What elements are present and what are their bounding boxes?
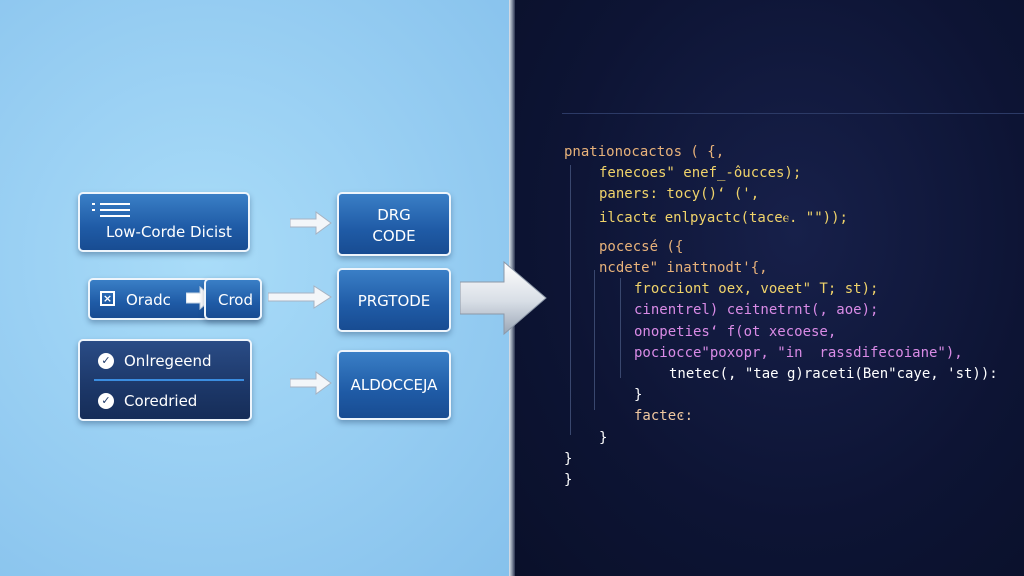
code-line: } xyxy=(599,429,608,446)
aldocceja-box: ALDOCCEJA xyxy=(337,350,451,420)
drg-label: DRG xyxy=(377,206,411,224)
code-line: fenecoes" enef_-ôucces); xyxy=(599,165,802,182)
status-divider xyxy=(94,379,244,381)
crod-label: Crod xyxy=(218,291,254,309)
code-label: CODE xyxy=(372,227,416,245)
code-line: } xyxy=(564,472,573,488)
code-line: ilcactꞓ enlpyactc(taceⲉ. "")); xyxy=(599,209,848,226)
oradc-label: Oradc xyxy=(126,291,171,309)
code-line: pnationocactos ( {, xyxy=(564,144,725,160)
code-line: frocciont oex, voeet" T; st); xyxy=(634,281,879,298)
status-box: ✓ Onlregeend ✓ Coredried xyxy=(78,339,252,421)
prgtode-box: PRGTODE xyxy=(337,268,451,332)
code-line: pocecsé ({ xyxy=(599,238,684,255)
code-line: cinentrel) ceitnetrnt(, aoe); xyxy=(634,302,879,319)
check-circle-icon: ✓ xyxy=(98,393,114,409)
low-code-box: Low-Corde Dicist xyxy=(78,192,250,252)
code-line: } xyxy=(564,450,573,467)
code-panel xyxy=(515,0,1024,576)
crod-box: Crod xyxy=(204,278,262,320)
menu-icon xyxy=(92,202,132,218)
editor-top-rule xyxy=(562,113,1024,114)
arrow-right-icon xyxy=(268,285,332,309)
check-circle-icon: ✓ xyxy=(98,353,114,369)
status-item-2: Coredried xyxy=(124,392,198,410)
status-item-1: Onlregeend xyxy=(124,352,212,370)
drg-code-box: DRG CODE xyxy=(337,192,451,256)
code-line: onopetiesʻ f(ot xecoese, xyxy=(634,323,837,340)
low-code-label: Low-Corde Dicist xyxy=(106,223,232,241)
code-line: ncdete" inattnodt'{, xyxy=(599,260,768,276)
code-line: pociocce"poxopr, "in rassdifecoiane"), xyxy=(634,344,963,361)
code-line: paners: tocy()ʻ (', xyxy=(599,186,760,203)
indent-guide xyxy=(570,165,571,435)
prgtode-label: PRGTODE xyxy=(357,292,431,310)
code-line: tnetec(, "tae g)raceti(Ben"caye, 'st)): xyxy=(669,366,998,382)
code-line: } xyxy=(634,387,643,404)
aldocceja-label: ALDOCCEJA xyxy=(350,376,438,394)
indent-guide xyxy=(620,278,621,378)
arrow-right-icon xyxy=(290,211,332,235)
big-arrow-icon xyxy=(460,260,547,336)
code-line: facteͼ: xyxy=(634,408,694,425)
arrow-right-icon xyxy=(290,371,332,395)
indent-guide xyxy=(594,270,595,410)
close-box-icon: × xyxy=(100,291,115,306)
